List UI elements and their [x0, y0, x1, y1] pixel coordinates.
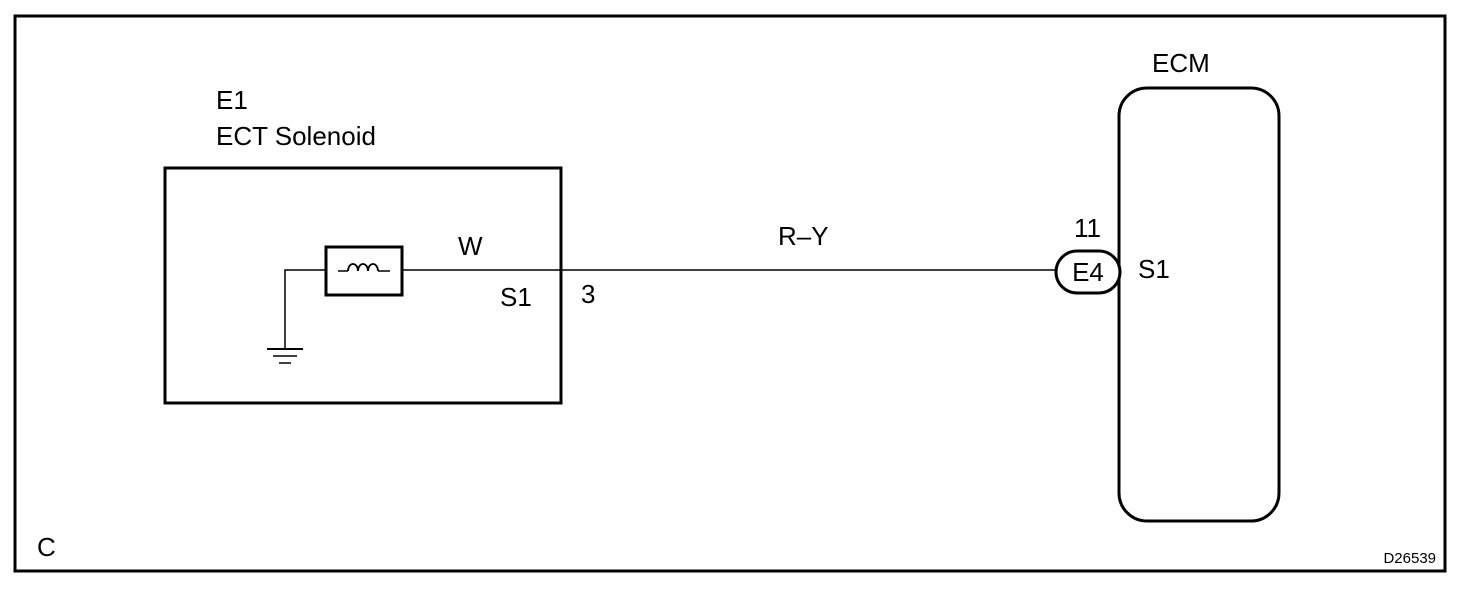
figure-id: D26539: [1383, 550, 1436, 567]
ecm-component: ECM 11 E4 S1: [1054, 48, 1281, 523]
ecm-title: ECM: [1152, 48, 1210, 78]
component-pin-number: 3: [581, 279, 595, 309]
component-name: ECT Solenoid: [216, 121, 376, 151]
component-terminal-name: S1: [500, 282, 532, 312]
ecm-box: [1117, 86, 1281, 523]
ect-solenoid-component: E1 ECT Solenoid W S1 3: [163, 85, 595, 405]
diagram-frame: [13, 14, 1447, 573]
ecm-connector: E4: [1054, 249, 1122, 295]
internal-wire-color: W: [458, 231, 483, 261]
component-box: [163, 166, 563, 405]
corner-label: C: [37, 532, 56, 562]
ground-icon: [267, 269, 326, 364]
ecm-terminal-name: S1: [1138, 254, 1170, 284]
ecm-connector-label: E4: [1072, 257, 1104, 287]
component-code: E1: [216, 85, 248, 115]
wire-color-label: R–Y: [778, 221, 829, 251]
ecm-pin-number: 11: [1074, 213, 1101, 243]
solenoid-coil-icon: [324, 245, 404, 297]
